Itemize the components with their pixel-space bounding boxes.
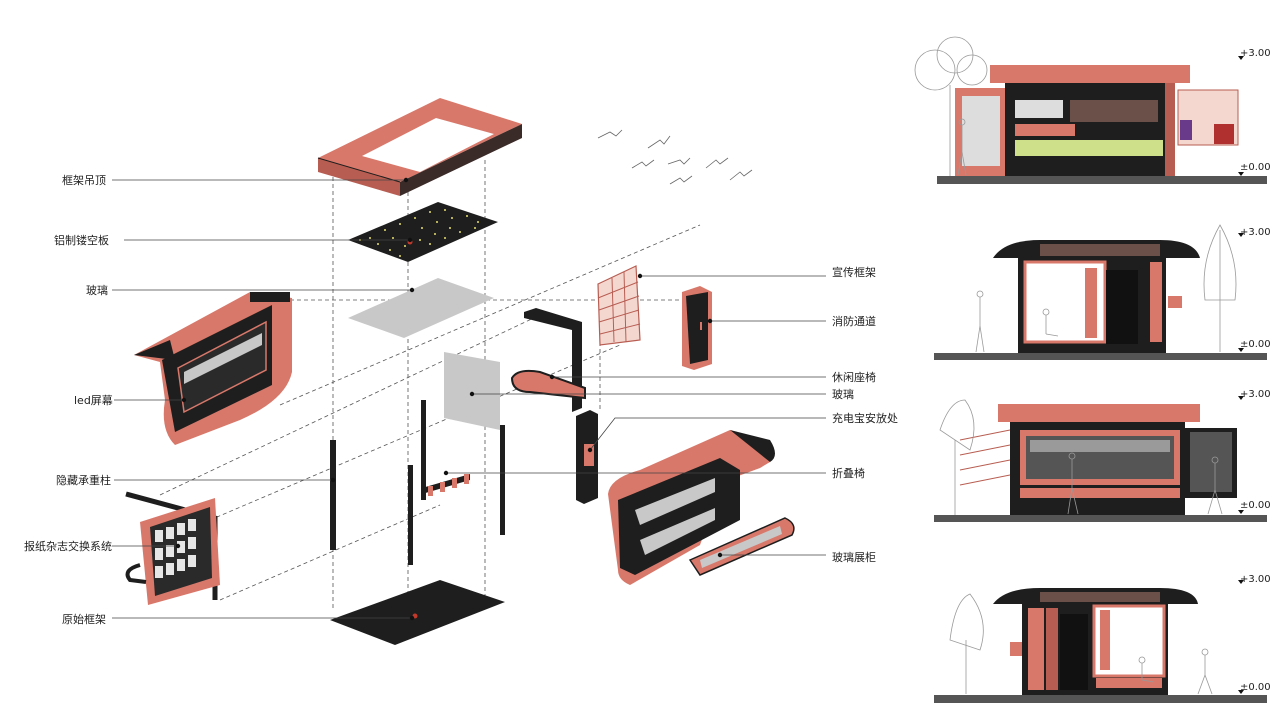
- people-sketch-2: [939, 399, 1223, 515]
- label-original-frame: 原始框架: [62, 612, 106, 626]
- label-glass-side: 玻璃: [832, 387, 854, 401]
- tree-sketch: [914, 36, 988, 176]
- elevation-2-top-level: +3.00: [1240, 227, 1271, 238]
- people-sketch: [975, 224, 1237, 353]
- elevation-4-ground-level: ±0.00: [1240, 682, 1271, 693]
- elevation-1-ground-level: ±0.00: [1240, 162, 1271, 173]
- label-folding-chair: 折叠椅: [832, 466, 865, 480]
- power-bank-part: [576, 410, 598, 504]
- label-glass-cabinet: 玻璃展柜: [832, 550, 876, 564]
- glass-top-part: [348, 278, 494, 338]
- fire-exit-part: [682, 286, 712, 370]
- label-glass-top: 玻璃: [86, 283, 108, 297]
- elevation-2-ground-level: ±0.00: [1240, 339, 1271, 350]
- elevation-4: +3.00 ±0.00: [934, 574, 1271, 703]
- label-power-bank: 充电宝安放处: [832, 411, 898, 425]
- person-sketch: [957, 118, 967, 176]
- led-screen-part: [134, 292, 292, 445]
- elevation-2: +3.00 ±0.00: [934, 224, 1271, 360]
- elevation-1-top-level: +3.00: [1240, 48, 1271, 59]
- lounge-seat-part: [510, 308, 586, 412]
- label-led-screen: led屏幕: [74, 393, 113, 407]
- label-hidden-column: 隐藏承重柱: [56, 473, 111, 487]
- aluminum-panel-part: [348, 202, 498, 262]
- label-fire-exit: 消防通道: [832, 314, 876, 328]
- right-labels: 宣传框架 消防通道 休闲座椅 玻璃 充电宝安放处 折叠椅 玻璃展柜: [443, 265, 898, 564]
- folding-chair-part: [422, 474, 470, 496]
- promo-frame-part: [597, 265, 641, 346]
- elevation-3-top-level: +3.00: [1240, 389, 1271, 400]
- hidden-column-parts: [330, 400, 505, 565]
- people-sketch-3: [949, 593, 1213, 695]
- frame-ceiling-part: [317, 98, 522, 196]
- glass-cabinet-part: [608, 430, 795, 585]
- birds-illustration: [597, 129, 753, 185]
- label-aluminum-panel: 铝制镂空板: [54, 233, 109, 247]
- original-frame-part: [330, 580, 505, 645]
- glass-side-part: [444, 352, 500, 430]
- left-labels: 框架吊顶 铝制镂空板 玻璃 led屏幕 隐藏承重柱 报纸杂志交换系统 原始框架: [24, 174, 415, 626]
- elevation-3-ground-level: ±0.00: [1240, 500, 1271, 511]
- label-frame-ceiling: 框架吊顶: [62, 174, 106, 187]
- label-newspaper-system: 报纸杂志交换系统: [24, 539, 112, 553]
- label-promo-frame: 宣传框架: [832, 265, 876, 279]
- elevation-4-top-level: +3.00: [1240, 574, 1271, 585]
- newspaper-system-part: [125, 491, 220, 605]
- elevation-1: +3.00 ±0.00: [914, 36, 1271, 184]
- label-lounge-seat: 休闲座椅: [832, 370, 876, 384]
- elevation-3: +3.00 ±0.00: [934, 389, 1271, 522]
